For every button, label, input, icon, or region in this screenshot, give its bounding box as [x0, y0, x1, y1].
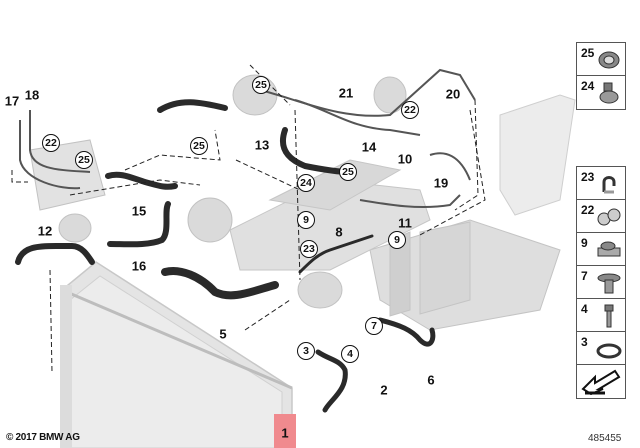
callout-part-6[interactable]: 6 [427, 372, 435, 388]
legend-number: 23 [581, 170, 595, 184]
callout-part-5[interactable]: 5 [219, 326, 227, 342]
callout-part-7[interactable]: 7 [365, 317, 383, 335]
legend-item-25[interactable]: 25 [577, 43, 625, 76]
callout-part-17[interactable]: 17 [4, 93, 20, 109]
legend-item-9[interactable]: 9 [577, 233, 625, 266]
legend-item-7[interactable]: 7 [577, 266, 625, 299]
legend-number: 25 [581, 46, 595, 60]
callout-part-24[interactable]: 24 [297, 174, 315, 192]
radiator-illustration [60, 261, 293, 448]
legend-number: 9 [581, 236, 588, 250]
legend-item-3[interactable]: 3 [577, 332, 625, 365]
coolant-hoses [15, 99, 436, 413]
double-pipe-clip-icon [596, 205, 622, 229]
callout-part-1[interactable]: 1 [281, 425, 289, 441]
copyright-text: © 2017 BMW AG [6, 432, 80, 443]
callout-part-20[interactable]: 20 [445, 86, 461, 102]
dashed-leader-lines [11, 64, 486, 373]
callout-part-19[interactable]: 19 [433, 175, 449, 191]
callout-part-16[interactable]: 16 [131, 258, 147, 274]
legend-navigation[interactable] [577, 365, 625, 398]
callout-part-2[interactable]: 2 [380, 382, 388, 398]
legend-top-group: 25 24 [576, 42, 626, 110]
callout-part-12[interactable]: 12 [37, 223, 53, 239]
legend-item-22[interactable]: 22 [577, 200, 625, 233]
hose-clamp-connector-icon [596, 48, 622, 72]
legend-number: 7 [581, 269, 588, 283]
legend-number: 22 [581, 203, 595, 217]
hose-holder-clip-icon [596, 81, 622, 105]
callout-part-25[interactable]: 25 [190, 137, 208, 155]
callout-part-21[interactable]: 21 [338, 85, 354, 101]
navigation-arrow-icon [581, 367, 621, 396]
legend-bottom-group: 23 22 9 7 4 3 [576, 166, 626, 399]
callout-part-9[interactable]: 9 [297, 211, 315, 229]
callout-part-10[interactable]: 10 [397, 151, 413, 167]
callout-part-22[interactable]: 22 [401, 101, 419, 119]
flange-bolt-icon [596, 271, 622, 295]
callout-part-25[interactable]: 25 [339, 163, 357, 181]
callout-part-4[interactable]: 4 [341, 345, 359, 363]
coolant-pipes [19, 68, 476, 209]
legend-item-4[interactable]: 4 [577, 299, 625, 332]
part-1-highlight [274, 414, 296, 448]
callout-part-13[interactable]: 13 [254, 137, 270, 153]
hex-bolt-icon [596, 304, 622, 328]
callout-part-25[interactable]: 25 [75, 151, 93, 169]
callout-part-8[interactable]: 8 [335, 224, 343, 240]
hose-clamp-ring-icon [596, 337, 622, 361]
callout-part-18[interactable]: 18 [24, 87, 40, 103]
callout-part-11[interactable]: 11 [398, 215, 412, 231]
callout-part-3[interactable]: 3 [297, 342, 315, 360]
single-pipe-clip-icon [596, 172, 622, 196]
callout-part-23[interactable]: 23 [300, 240, 318, 258]
legend-item-24[interactable]: 24 [577, 76, 625, 109]
callout-part-25[interactable]: 25 [252, 76, 270, 94]
engine-block-illustration [369, 219, 561, 331]
callout-part-22[interactable]: 22 [42, 134, 60, 152]
expansion-tank-illustration [499, 94, 576, 216]
callout-part-9[interactable]: 9 [388, 231, 406, 249]
diagram-id: 485455 [588, 433, 622, 444]
legend-number: 4 [581, 302, 588, 316]
legend-item-23[interactable]: 23 [577, 167, 625, 200]
bracket-holder-icon [596, 238, 622, 262]
legend-number: 3 [581, 335, 588, 349]
callout-part-15[interactable]: 15 [131, 203, 147, 219]
callout-part-14[interactable]: 14 [361, 139, 377, 155]
legend-number: 24 [581, 79, 595, 93]
